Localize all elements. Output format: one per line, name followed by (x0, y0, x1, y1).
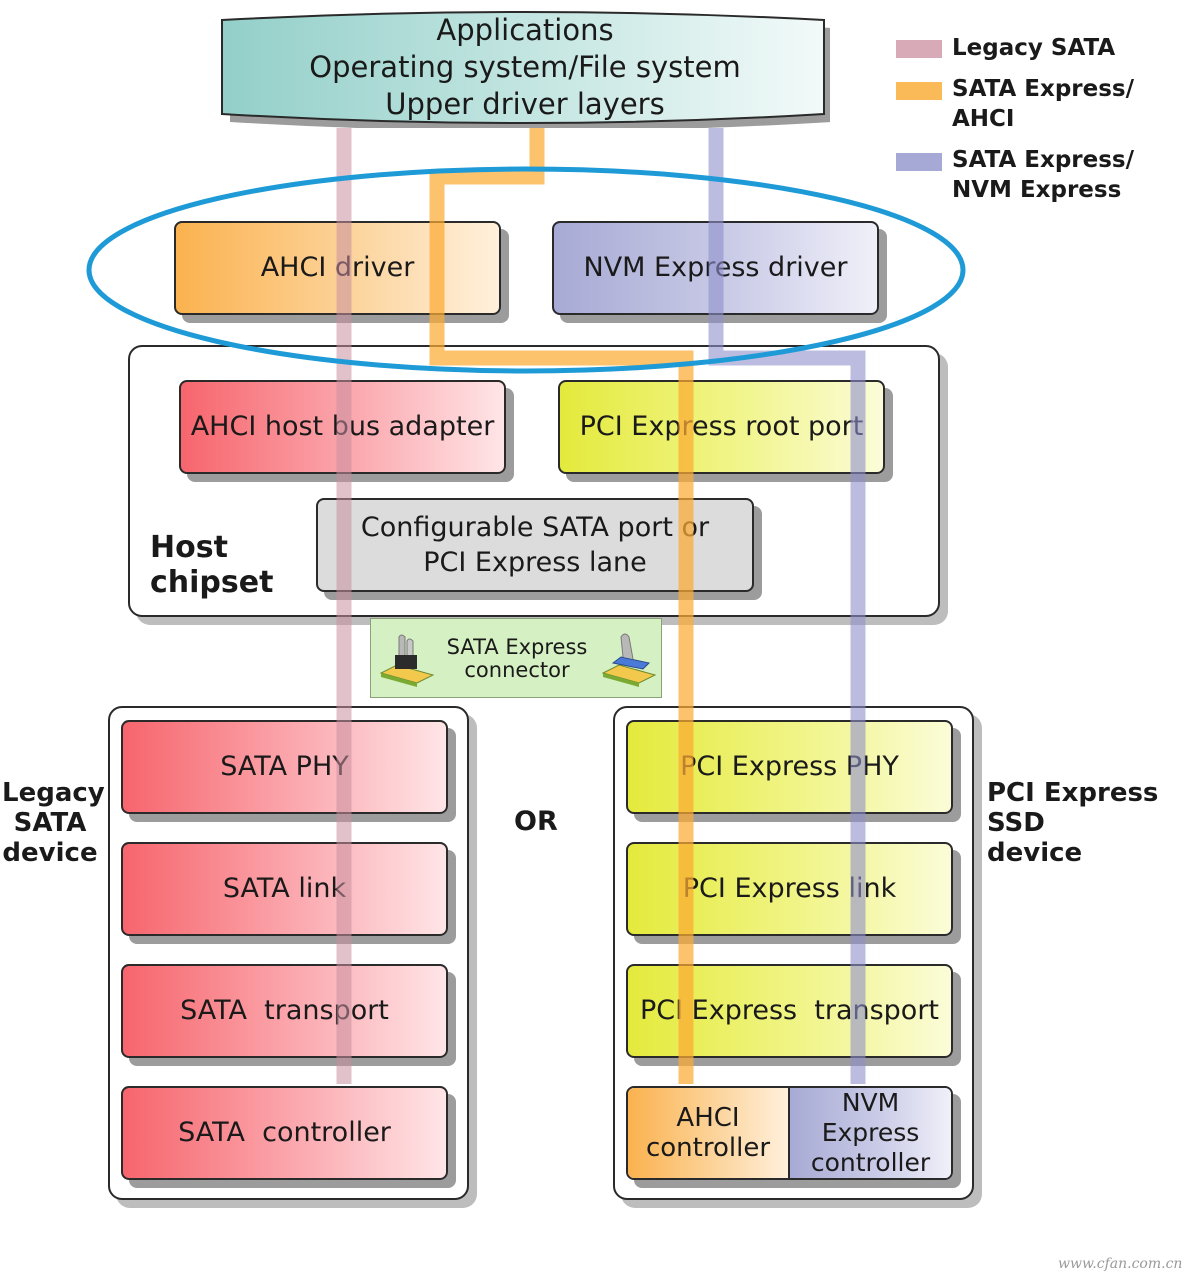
ahci-driver-label: AHCI driver (260, 252, 415, 284)
sata-controller-box: SATA controller (121, 1086, 448, 1180)
or-separator: OR (514, 806, 558, 837)
sata-controller-label: SATA controller (178, 1117, 391, 1149)
nvme-driver-label: NVM Express driver (583, 252, 848, 284)
legend-swatch-sata-express-nvme (896, 153, 942, 171)
applications-shape (221, 11, 830, 128)
pcie-link-box: PCI Express link (626, 842, 953, 936)
pcie-root-port-box: PCI Express root port (558, 380, 885, 474)
device-controllers-box: AHCI controller NVM Express controller (626, 1086, 953, 1180)
watermark: www.cfan.com.cn (1058, 1256, 1183, 1272)
sata-link-box: SATA link (121, 842, 448, 936)
host-chipset-label: Host chipset (150, 530, 274, 600)
pcie-ssd-device-label: PCI Express SSD device (987, 778, 1159, 868)
sata-express-connector: SATA Express connector (370, 618, 662, 698)
pcie-transport-label: PCI Express transport (639, 995, 940, 1027)
sata-connector-icon (379, 634, 435, 687)
sata-phy-label: SATA PHY (220, 751, 349, 783)
legend-label-sata-express-nvme: SATA Express/ NVM Express (952, 147, 1135, 203)
nvme-driver-box: NVM Express driver (552, 221, 879, 315)
legend-label-sata-express-ahci: SATA Express/ AHCI (952, 76, 1135, 132)
sata-link-label: SATA link (222, 873, 347, 905)
nvme-controller-cell: NVM Express controller (790, 1088, 951, 1178)
legacy-sata-device-label: Legacy SATA device (2, 778, 105, 868)
sata-phy-box: SATA PHY (121, 720, 448, 814)
legend-label-legacy-sata: Legacy SATA (952, 35, 1116, 61)
legend-swatch-sata-express-ahci (896, 82, 942, 100)
pcie-link-label: PCI Express link (682, 873, 897, 905)
pcie-connector-icon (601, 633, 657, 687)
ahci-host-bus-adapter-label: AHCI host bus adapter (190, 411, 495, 443)
pcie-transport-box: PCI Express transport (626, 964, 953, 1058)
sata-transport-label: SATA transport (180, 995, 389, 1027)
pcie-root-port-label: PCI Express root port (579, 411, 864, 443)
ahci-controller-cell: AHCI controller (628, 1088, 790, 1178)
configurable-port-label: Configurable SATA port or PCI Express la… (360, 511, 710, 578)
ahci-driver-box: AHCI driver (174, 221, 501, 315)
configurable-port-box: Configurable SATA port or PCI Express la… (316, 498, 754, 592)
pcie-phy-box: PCI Express PHY (626, 720, 953, 814)
ahci-host-bus-adapter-box: AHCI host bus adapter (179, 380, 506, 474)
sata-express-connector-label: SATA Express connector (446, 635, 588, 682)
pcie-phy-label: PCI Express PHY (680, 751, 899, 783)
legend-swatch-legacy-sata (896, 40, 942, 58)
sata-transport-box: SATA transport (121, 964, 448, 1058)
applications-text: Applications Operating system/File syste… (309, 13, 741, 121)
applications-box: Applications Operating system/File syste… (220, 10, 830, 128)
